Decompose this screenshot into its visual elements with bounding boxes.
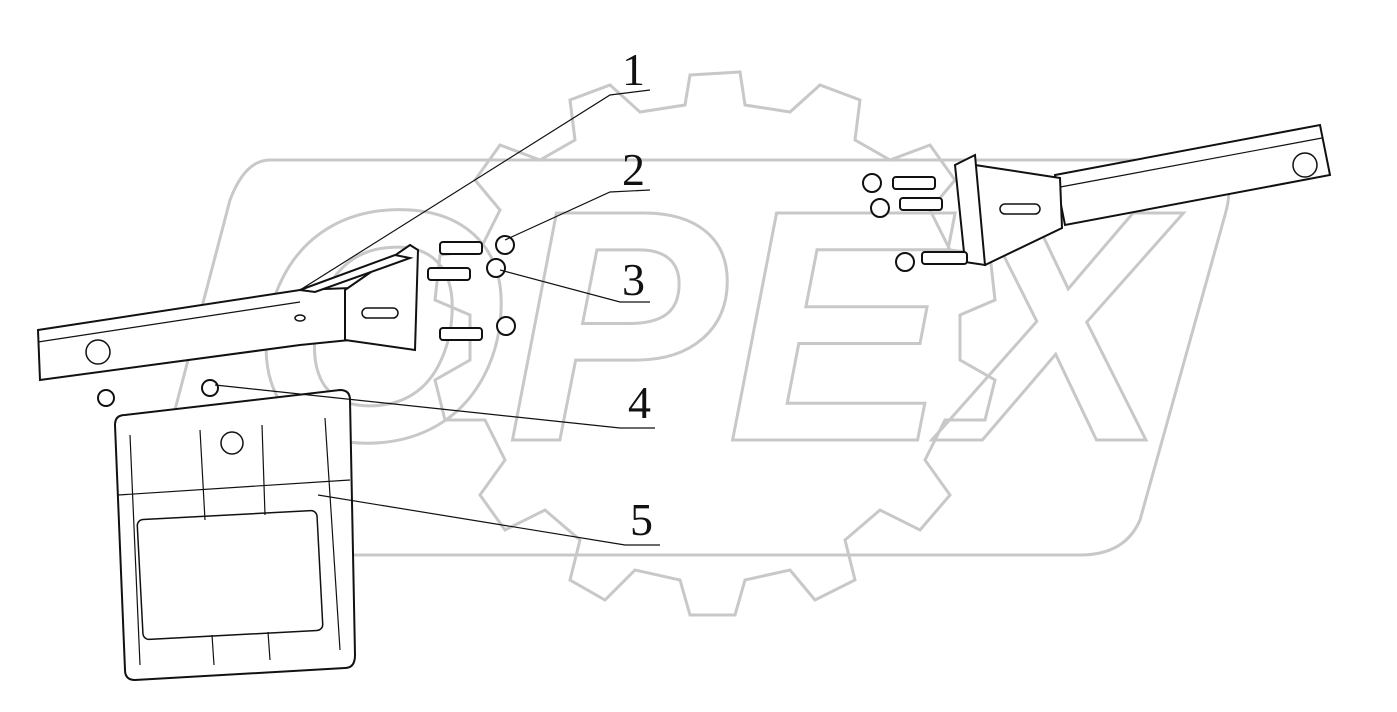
callout-2: 2 bbox=[622, 144, 645, 195]
callout-5: 5 bbox=[630, 494, 653, 545]
callout-3: 3 bbox=[622, 254, 645, 305]
right-fasteners bbox=[862, 173, 968, 272]
right-frame-rail bbox=[953, 123, 1332, 267]
callout-1: 1 bbox=[622, 44, 645, 95]
washer bbox=[201, 379, 219, 397]
left-fasteners bbox=[427, 235, 516, 341]
washer bbox=[97, 389, 115, 407]
left-frame-rail bbox=[36, 243, 420, 382]
callout-4: 4 bbox=[628, 377, 651, 428]
leader-lines bbox=[214, 89, 660, 546]
mud-flap bbox=[113, 388, 357, 682]
